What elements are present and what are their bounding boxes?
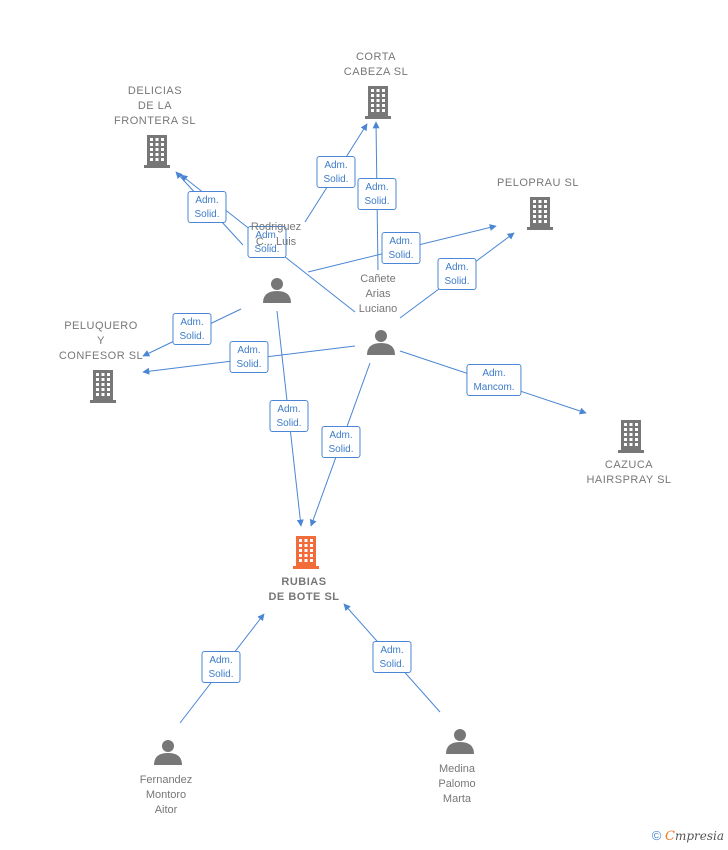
- brand-initial: C: [664, 829, 675, 844]
- edge-label-rodriguez-to-peluquero[interactable]: Adm.Solid.: [172, 313, 212, 345]
- edge-label-canete-to-pelo[interactable]: Adm.Solid.: [437, 258, 477, 290]
- person-icon-medina[interactable]: [446, 729, 474, 754]
- person-icon-canete[interactable]: [367, 330, 395, 355]
- building-icon-pelo[interactable]: [527, 197, 553, 230]
- building-icon-delicias[interactable]: [144, 135, 170, 168]
- edge-label-canete-to-rubias[interactable]: Adm.Solid.: [321, 426, 361, 458]
- brand-name: mpresia: [674, 829, 724, 843]
- node-label-pelo[interactable]: PELOPRAU SL: [497, 177, 579, 189]
- edge-label-rodriguez-to-corta[interactable]: Adm.Solid.: [316, 156, 356, 188]
- edge-label-fernandez-to-rubias[interactable]: Adm.Solid.: [201, 651, 241, 683]
- edge-label-rodriguez-to-pelo[interactable]: Adm.Solid.: [381, 232, 421, 264]
- copyright-icon: ©: [651, 828, 662, 843]
- edge-label-canete-to-peluquero[interactable]: Adm.Solid.: [229, 341, 269, 373]
- building-icon-corta[interactable]: [365, 86, 391, 119]
- building-icon-peluquero[interactable]: [90, 370, 116, 403]
- edge-label-rodriguez-to-delicias[interactable]: Adm.Solid.: [187, 191, 227, 223]
- person-icon-fernandez[interactable]: [154, 740, 182, 765]
- edge-label-canete-to-cazuca[interactable]: Adm.Mancom.: [466, 364, 522, 396]
- person-icon-rodriguez[interactable]: [263, 278, 291, 303]
- edge-label-canete-to-delicias[interactable]: Adm.Solid.: [247, 226, 287, 258]
- edge-label-medina-to-rubias[interactable]: Adm.Solid.: [372, 641, 412, 673]
- building-icon-cazuca[interactable]: [618, 420, 644, 453]
- edge-label-canete-to-corta[interactable]: Adm.Solid.: [357, 178, 397, 210]
- building-icon-rubias[interactable]: [293, 536, 319, 569]
- edge-label-rodriguez-to-rubias[interactable]: Adm.Solid.: [269, 400, 309, 432]
- brand-footer: © Cmpresia: [652, 828, 724, 844]
